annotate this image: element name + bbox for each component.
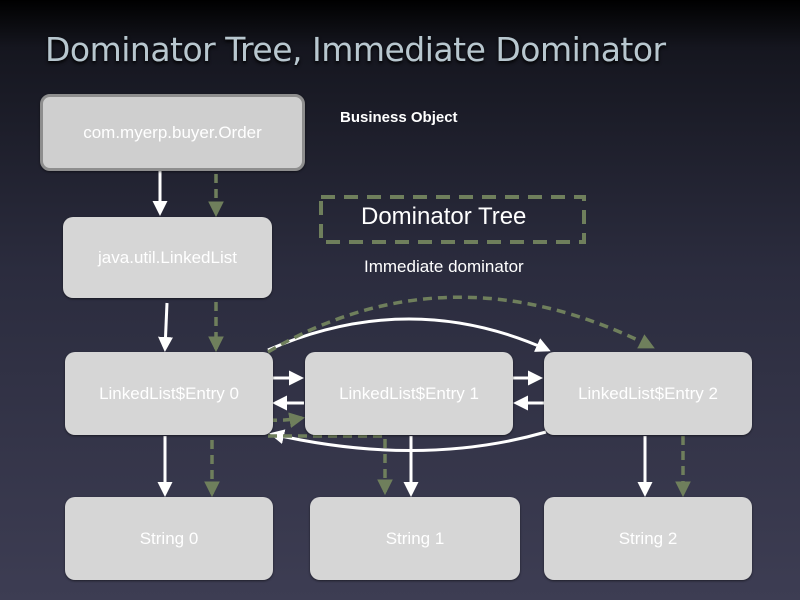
page-title: Dominator Tree, Immediate Dominator bbox=[45, 30, 666, 69]
dom-entry0-to-string1 bbox=[268, 434, 393, 496]
node-linked-list[interactable]: java.util.LinkedList bbox=[63, 217, 272, 298]
business-object-label: Business Object bbox=[340, 109, 458, 126]
ref-entry2-to-entry0-arc bbox=[269, 429, 547, 452]
node-entry1[interactable]: LinkedList$Entry 1 bbox=[305, 352, 513, 435]
dom-entry0-to-entry1 bbox=[267, 412, 306, 428]
legend-dashed-box bbox=[319, 195, 586, 244]
node-string0[interactable]: String 0 bbox=[65, 497, 273, 580]
node-entry2[interactable]: LinkedList$Entry 2 bbox=[544, 352, 752, 435]
immediate-dominator-label: Immediate dominator bbox=[364, 257, 524, 276]
node-string2[interactable]: String 2 bbox=[544, 497, 752, 580]
node-string1[interactable]: String 1 bbox=[310, 497, 520, 580]
ref-linkedlist-to-entry0 bbox=[158, 302, 174, 352]
legend-dominator-tree-label: Dominator Tree bbox=[361, 203, 527, 230]
node-order[interactable]: com.myerp.buyer.Order bbox=[40, 94, 305, 171]
node-entry0[interactable]: LinkedList$Entry 0 bbox=[65, 352, 273, 435]
ref-entry0-to-entry2-arc bbox=[267, 317, 551, 352]
dom-entry0-to-entry2-arc bbox=[267, 295, 655, 354]
